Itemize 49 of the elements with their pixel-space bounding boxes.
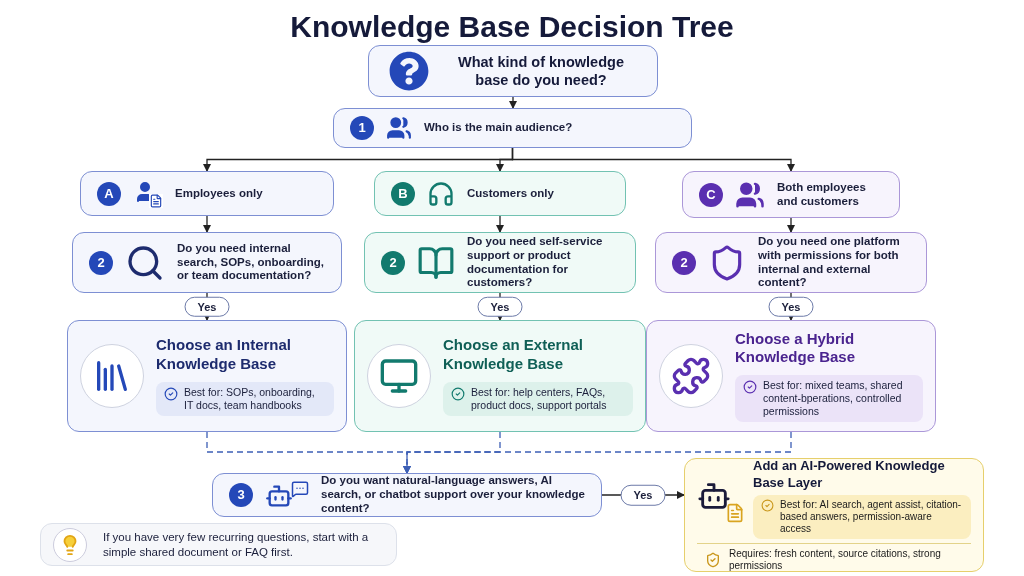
best-for-text: Best for: help centers, FAQs, product docs, support portals xyxy=(471,385,608,412)
question-text: Employees only xyxy=(175,186,263,201)
result-card xyxy=(67,320,347,432)
requirements-text: Requires: fresh content, source citations, strong permissions xyxy=(729,547,942,572)
question-text: Do you want natural-language answers, AI search, or chatbot support over your knowledge content? xyxy=(321,474,585,516)
step-badge: A xyxy=(97,181,121,206)
step-badge: B xyxy=(391,181,415,206)
result-heading: Choose a Hybrid Knowledge Base xyxy=(735,329,857,368)
step-badge: 2 xyxy=(381,250,405,275)
question-text: What kind of knowledge base do you need? xyxy=(457,52,625,90)
question-box xyxy=(682,171,900,218)
card-heading: Add an AI-Powered Knowledge Base Layer xyxy=(753,458,946,491)
question-box xyxy=(374,171,626,216)
question-box xyxy=(72,232,342,293)
step-badge: C xyxy=(699,182,723,207)
connector-arrow xyxy=(203,215,211,233)
step-badge: 2 xyxy=(672,250,696,275)
question-box xyxy=(333,108,692,148)
result-heading: Choose an External Knowledge Base xyxy=(443,336,585,374)
connector-arrow xyxy=(496,215,504,233)
connector-arrow xyxy=(787,217,795,233)
question-text: Do you need one platform with permissions for both internal and external content? xyxy=(758,234,901,291)
best-for-text: Best for: SOPs, onboarding, IT docs, team handbooks xyxy=(184,385,316,412)
result-heading: Choose an Internal Knowledge Base xyxy=(156,336,293,374)
ai-layer-card xyxy=(684,458,984,572)
question-text: Customers only xyxy=(467,186,554,201)
step-badge: 2 xyxy=(89,250,113,275)
diagram-title: Knowledge Base Decision Tree xyxy=(290,9,734,45)
question-box xyxy=(655,232,927,293)
tip-box xyxy=(40,523,397,566)
result-card xyxy=(354,320,646,432)
connector-arrow xyxy=(511,147,795,172)
question-box xyxy=(80,171,334,216)
connector-arrow xyxy=(509,96,517,109)
best-for-text: Best for: mixed teams, shared content-bperations, controlled permissions xyxy=(763,379,904,419)
tip-text: If you have very few recurring questions, start with a simple shared document or FAQ first. xyxy=(103,529,370,560)
question-text: Do you need internal search, SOPs, onboarding, or team documentation? xyxy=(177,241,325,284)
edge-label: Yes xyxy=(620,484,666,506)
question-text: Who is the main audience? xyxy=(424,121,573,135)
question-box xyxy=(212,473,602,517)
result-card xyxy=(646,320,936,432)
question-text: Both employees and customers xyxy=(777,180,867,209)
connector-arrow xyxy=(403,431,792,474)
step-badge: 3 xyxy=(229,483,253,507)
question-box xyxy=(364,232,636,293)
step-badge: 1 xyxy=(350,116,374,140)
start-question-box xyxy=(368,45,658,97)
best-for-text: Best for: AI search, agent assist, citation-based answers, permission-aware access xyxy=(780,498,963,535)
question-text: Do you need self-service support or product documentation for customers? xyxy=(467,234,604,291)
